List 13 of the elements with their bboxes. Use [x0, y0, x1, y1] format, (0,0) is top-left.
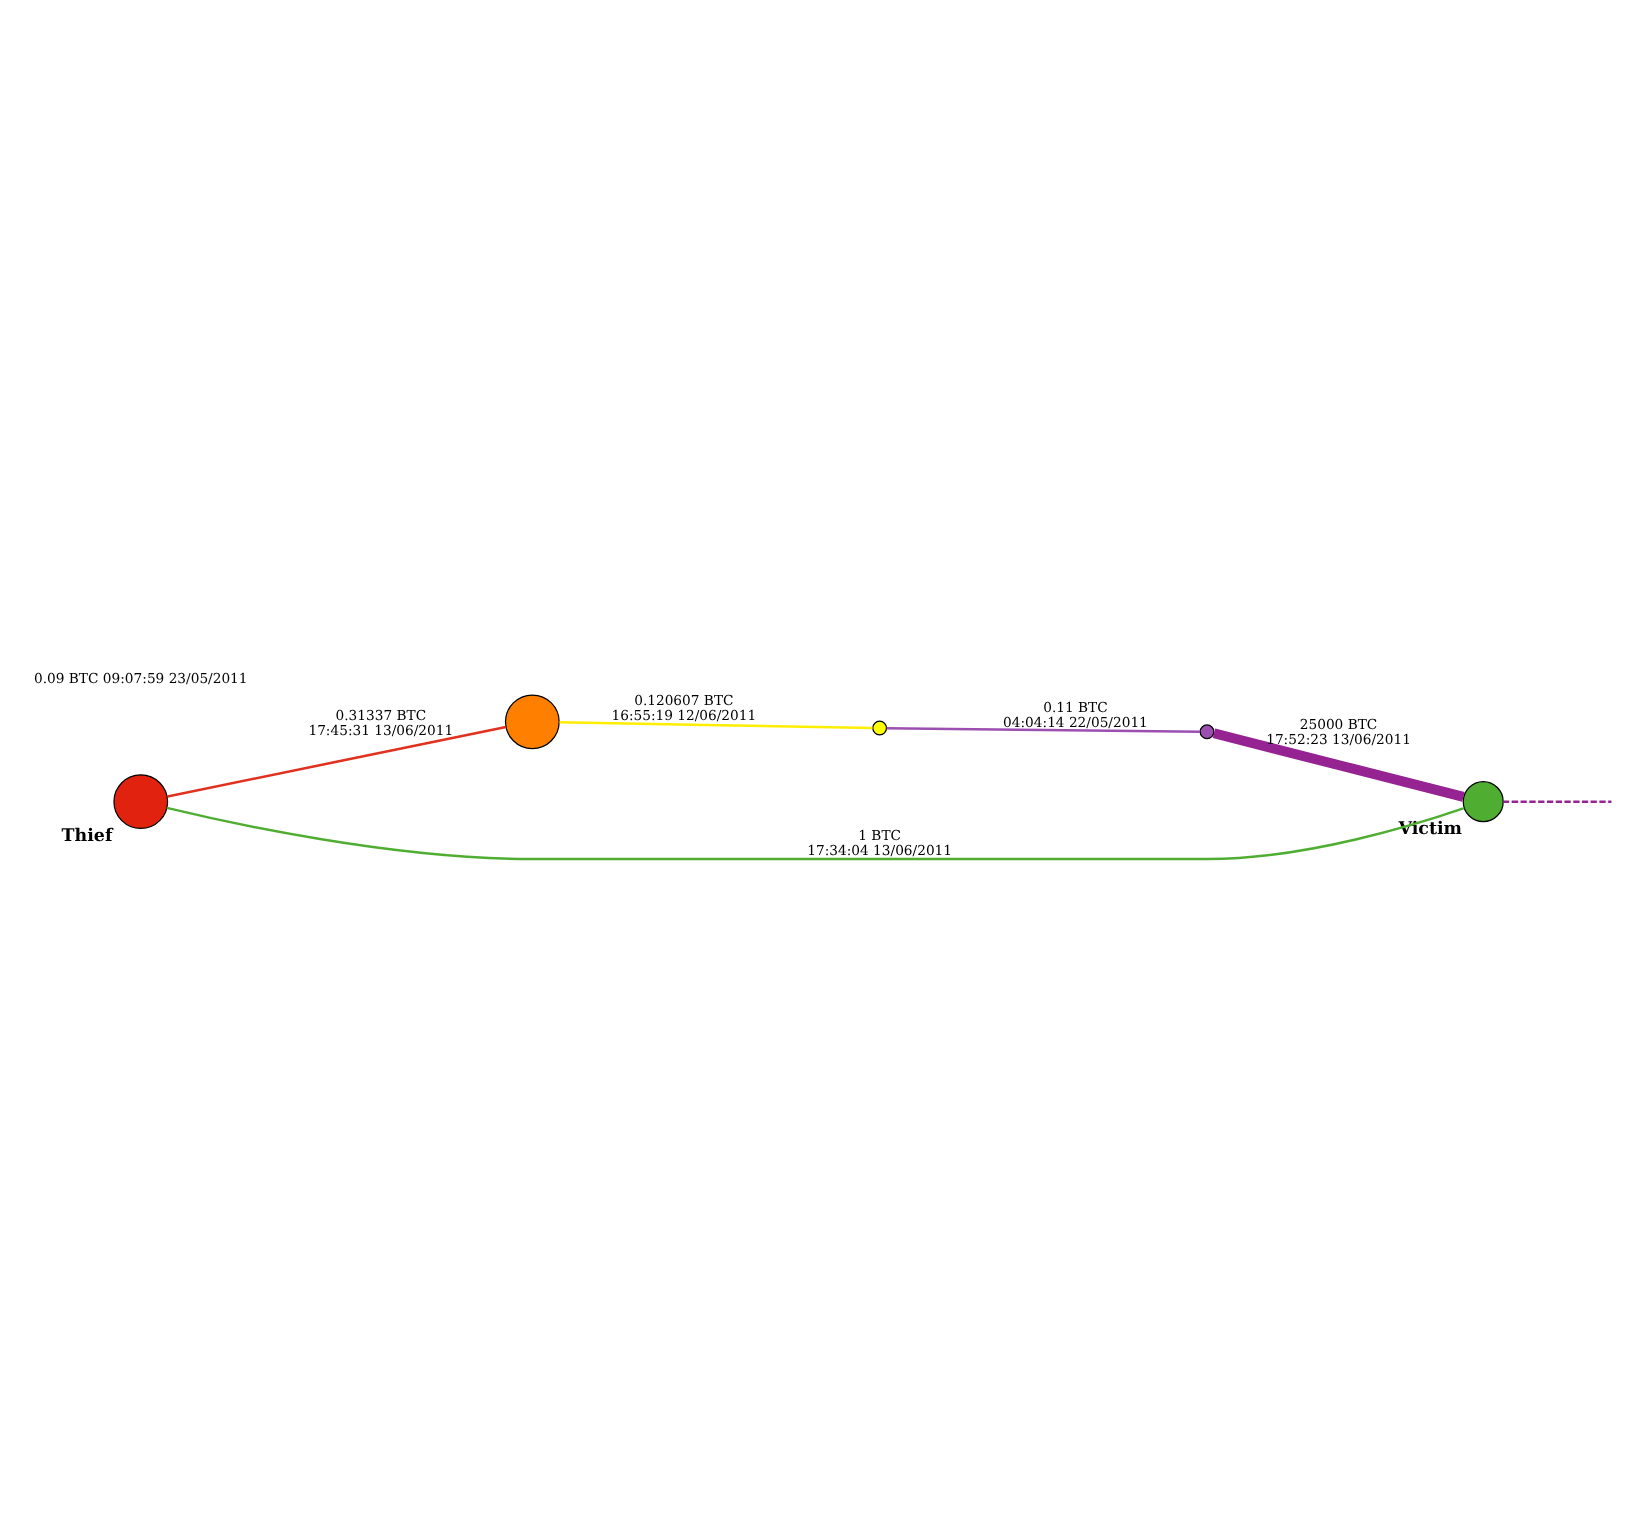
node-circle [1199, 723, 1215, 739]
node-label: Thief [61, 826, 113, 847]
node-circle [872, 719, 888, 735]
connector [1503, 799, 1612, 802]
node-circle [1462, 780, 1504, 822]
connector [886, 725, 1200, 732]
node-circle [504, 693, 560, 749]
connector [1212, 727, 1465, 801]
connector [167, 724, 507, 797]
node-label: Victim [1398, 819, 1463, 840]
connector [166, 805, 1465, 860]
node-circle [113, 773, 169, 829]
connector [559, 720, 873, 729]
